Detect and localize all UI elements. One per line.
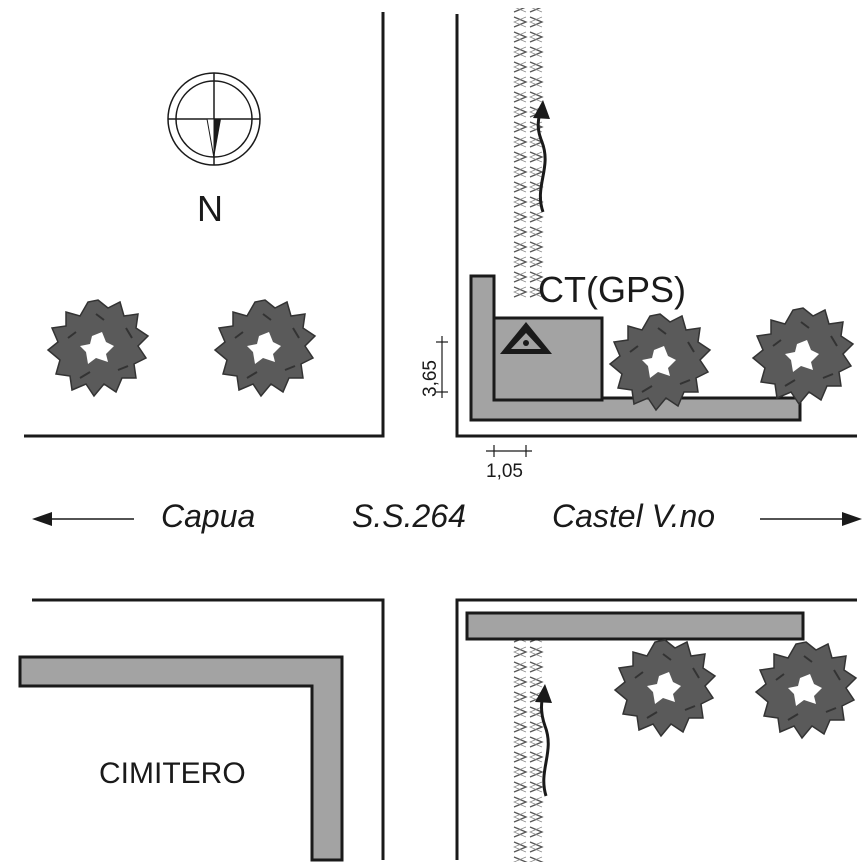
triangle-survey-marker-icon	[500, 322, 552, 354]
dimension-vertical-label: 3,65	[420, 360, 441, 397]
road-name-label: S.S.264	[352, 498, 466, 534]
tree-icon	[614, 639, 716, 737]
tree-icon	[752, 307, 854, 405]
road-edges	[24, 12, 857, 860]
north-arrow-icon	[167, 72, 261, 166]
wall-se	[465, 611, 805, 641]
cemetery-label: CIMITERO	[99, 757, 246, 790]
flow-arrow-icon	[533, 100, 550, 213]
arrow-left-icon	[32, 512, 134, 526]
flow-arrow-icon	[535, 684, 552, 797]
tree-icon	[47, 299, 149, 397]
arrow-right-icon	[760, 512, 862, 526]
station-label: CT(GPS)	[538, 269, 686, 310]
wall-cemetery	[18, 655, 344, 862]
ditch-south	[510, 640, 576, 862]
compass-label: N	[197, 188, 223, 229]
tree-icon	[214, 299, 316, 397]
dimension-vertical	[436, 336, 448, 398]
dimension-horizontal	[486, 445, 532, 457]
ne-block-edge	[455, 14, 857, 438]
dimension-horizontal-label: 1,05	[486, 461, 523, 482]
sw-block-edge	[32, 598, 385, 860]
ditch-north	[508, 8, 574, 298]
direction-left-label: Capua	[161, 498, 255, 534]
se-block-edge	[455, 598, 857, 860]
tree-icon	[609, 313, 711, 411]
station-box	[492, 316, 604, 402]
tree-icon	[755, 641, 857, 739]
direction-right-label: Castel V.no	[552, 498, 715, 534]
nw-block-edge	[24, 12, 385, 438]
